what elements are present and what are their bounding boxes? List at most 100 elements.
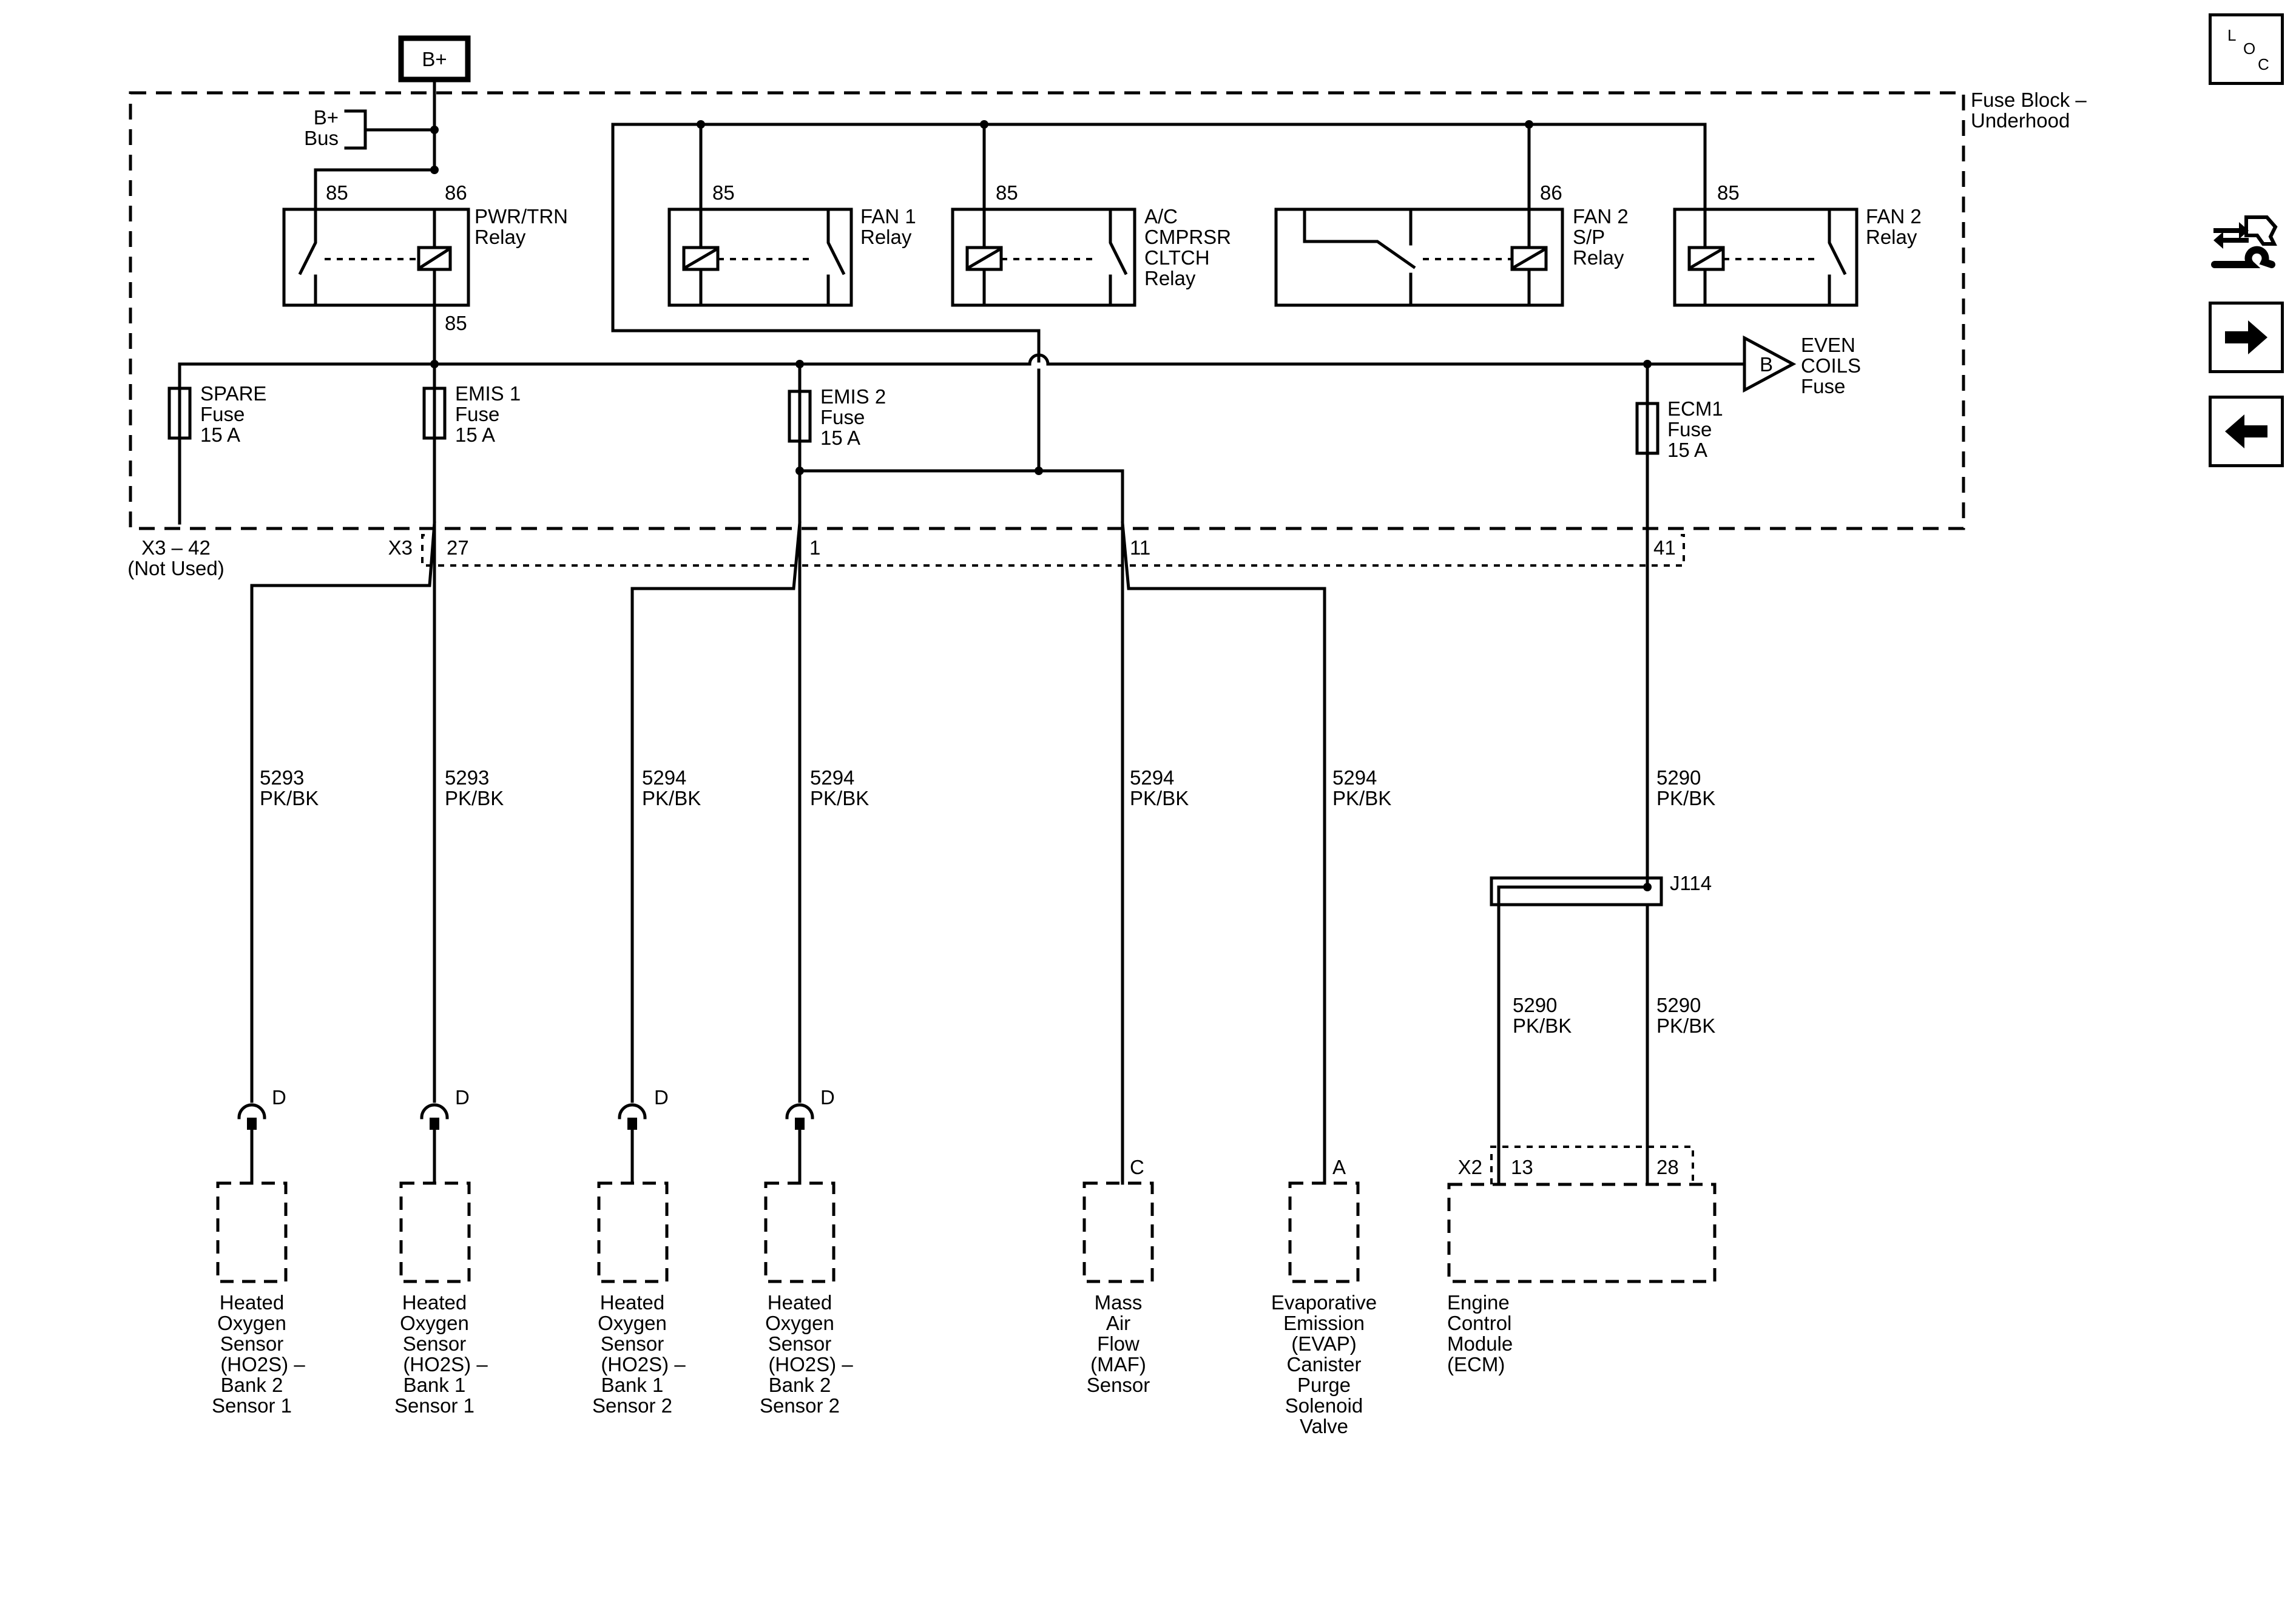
label-line: Heated [402,1291,467,1314]
location-icon: L O C [2227,26,2269,73]
label-line: Bank 2 [221,1374,283,1396]
wire-7-circuit: 5290 [1656,766,1701,789]
x3-not-used-2: (Not Used) [127,557,225,579]
label-line: Heated [768,1291,832,1314]
ecm1-fuse-type: Fuse [1667,418,1712,441]
fan2sp-name-2: S/P [1573,226,1605,248]
x3-pin-41: 41 [1653,536,1676,559]
emis1-fuse-name: EMIS 1 [455,382,521,405]
wire-9-color: PK/BK [1656,1014,1715,1037]
x3-name: X3 [388,536,413,559]
j114-label: J114 [1670,872,1712,894]
fan2-name-2: Relay [1866,226,1917,248]
inline-connectors: D D D D C A [237,1086,1346,1185]
label-line: Sensor [220,1332,284,1355]
x2-connector-outline [1490,1146,1694,1184]
label-line: Bank 1 [601,1374,664,1396]
label-line: Sensor 1 [394,1394,474,1417]
ecm1-fuse-name: ECM1 [1667,397,1723,420]
ac-compressor-clutch-relay: 85 A/C CMPRSR CLTCH Relay [951,123,1231,307]
label-line: Sensor [601,1332,664,1355]
location-button[interactable]: L O C [2209,13,2284,85]
fan2-pin: 85 [1717,181,1740,204]
bus-bracket [344,109,436,150]
wire-4-color: PK/BK [810,787,869,809]
wire-2-color: PK/BK [445,787,504,809]
j114-splice: J114 [1490,872,1712,1185]
wire-6-circuit: 5294 [1332,766,1377,789]
arrow-left-icon [2225,414,2267,448]
loc-letter-l: L [2227,26,2236,44]
label-line: Sensor [768,1332,832,1355]
label-line: Sensor [1087,1374,1150,1396]
wire-6-color: PK/BK [1332,787,1391,809]
connector-wrench-icon [2211,215,2278,268]
label-line: (HO2S) – [403,1353,488,1376]
label-line: Purge [1297,1374,1351,1396]
evap-purge-valve-label: Evaporative Emission (EVAP) Canister Pur… [1271,1291,1377,1437]
x2-pin-28: 28 [1656,1156,1679,1178]
x3-pin-27: 27 [447,536,469,559]
arrow-right-icon [2225,320,2267,354]
wire-4-circuit: 5294 [810,766,854,789]
label-line: Sensor 2 [592,1394,672,1417]
label-line: Sensor 1 [212,1394,292,1417]
x3-connector-outline [421,534,1685,567]
label-line: Engine [1447,1291,1510,1314]
emis2-fuse-type: Fuse [820,406,865,428]
pwr-trn-pin-86: 86 [445,181,467,204]
ac-name-4: Relay [1144,267,1196,289]
label-line: Oxygen [217,1312,286,1334]
pwr-trn-relay: 85 86 PWR/TRN Relay 85 [282,168,568,334]
fused-bus [178,353,1746,366]
label-line: Oxygen [765,1312,834,1334]
connector-pin-d-1: D [272,1086,286,1109]
emis2-fuse-rating: 15 A [820,427,860,449]
ho2s-bank2-sensor1-label: Heated Oxygen Sensor (HO2S) – Bank 2 Sen… [212,1291,305,1417]
label-line: Oxygen [400,1312,469,1334]
previous-page-button[interactable] [2209,396,2284,467]
label-line: Valve [1300,1415,1348,1437]
even-coils-reference: B EVEN COILS Fuse [1743,334,1861,397]
ecm1-fuse-rating: 15 A [1667,439,1707,461]
ac-name-2: CMPRSR [1144,226,1231,248]
battery-label: B+ [422,48,447,70]
bus-label-1: B+ [314,106,339,129]
bus-label-2: Bus [304,127,339,149]
connector-wrench-button[interactable] [2209,206,2284,278]
fan2-name-1: FAN 2 [1866,205,1922,228]
label-line: (ECM) [1447,1353,1505,1376]
x2-pin-13: 13 [1511,1156,1533,1178]
connector-pin-d-4: D [820,1086,835,1109]
label-line: Mass [1095,1291,1143,1314]
label-line: Bank 2 [769,1374,831,1396]
connector-pin-c: C [1130,1156,1144,1178]
label-line: Air [1106,1312,1130,1334]
fuse-block-boundary [129,91,1965,530]
wire-1-color: PK/BK [260,787,319,809]
fuse-block-label-1: Fuse Block – [1971,89,2087,111]
fan2sp-name-3: Relay [1573,246,1624,269]
x3-pin-11: 11 [1130,536,1150,559]
label-line: (EVAP) [1291,1332,1357,1355]
ecm-label: Engine Control Module (ECM) [1447,1291,1513,1376]
ho2s-bank1-sensor2-label: Heated Oxygen Sensor (HO2S) – Bank 1 Sen… [592,1291,686,1417]
wire-8-color: PK/BK [1513,1014,1572,1037]
label-line: Control [1447,1312,1511,1334]
spare-fuse: SPARE Fuse 15 A [167,362,266,525]
next-page-button[interactable] [2209,302,2284,373]
ac-name-3: CLTCH [1144,246,1210,269]
fan2sp-name-1: FAN 2 [1573,205,1629,228]
wire-3-circuit: 5294 [642,766,686,789]
pwr-trn-name-1: PWR/TRN [474,205,568,228]
connector-pin-d-2: D [455,1086,470,1109]
fan2-relay: 85 FAN 2 Relay [1673,181,1922,307]
fan1-pin: 85 [712,181,735,204]
emis1-fuse: EMIS 1 Fuse 15 A [422,362,521,525]
emis1-fuse-rating: 15 A [455,424,495,446]
x3-pin-1: 1 [809,536,820,559]
label-line: Module [1447,1332,1513,1355]
label-line: Canister [1287,1353,1362,1376]
label-line: (HO2S) – [220,1353,305,1376]
